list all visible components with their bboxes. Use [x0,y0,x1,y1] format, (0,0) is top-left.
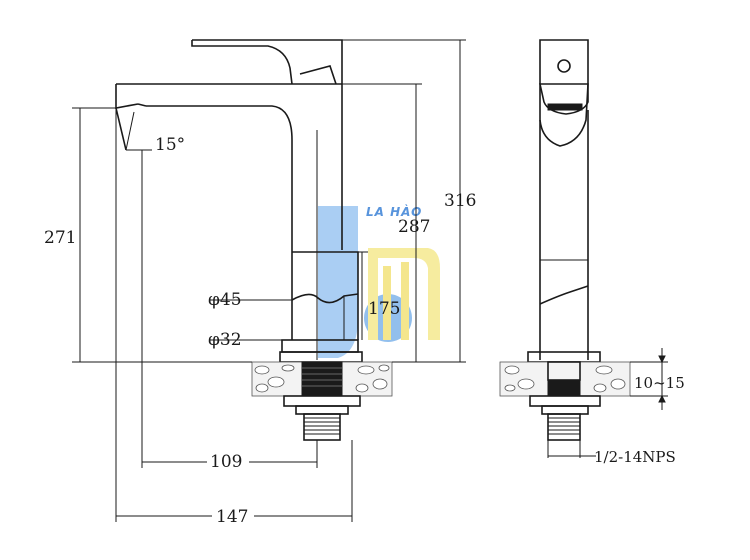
side-view [499,39,631,441]
dia-inner-label: φ32 [208,330,242,350]
angle-label: 15° [155,135,185,155]
reach-label: 109 [210,452,242,472]
thread-label: 1/2-14NPS [594,448,676,466]
front-view [115,39,393,441]
watermark-text: LA HÀO [366,204,422,219]
front-dimensions: 15° 271 287 316 175 φ45 φ32 109 [44,39,476,527]
deck-thickness-label: 10~15 [634,374,685,392]
side-dimensions: 10~15 1/2-14NPS [547,348,685,466]
height-spout-label: 287 [398,217,430,237]
height-body-label: 271 [44,228,76,248]
height-lower-label: 175 [368,299,400,319]
height-total-label: 316 [444,191,476,211]
dia-outer-label: φ45 [208,290,242,310]
watermark-logo: LA HÀO [318,204,440,358]
length-label: 147 [216,507,248,527]
